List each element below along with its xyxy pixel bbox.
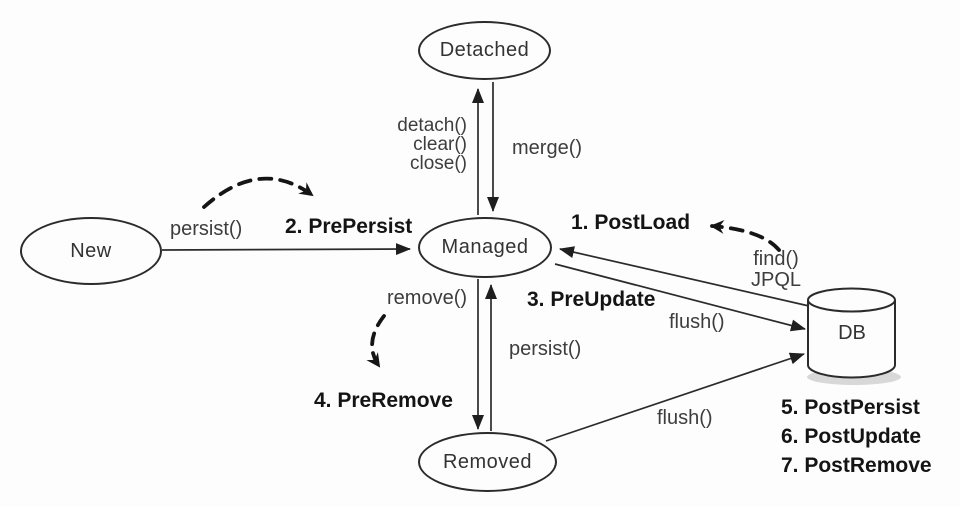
arrow-persist-new-to-managed	[161, 243, 411, 256]
callback-post-persist: 5. PostPersist	[781, 396, 920, 419]
dashed-arrow-pre-remove	[366, 314, 386, 368]
callback-post-load: 1. PostLoad	[571, 211, 691, 234]
label-flush-managed: flush()	[669, 311, 725, 333]
dashed-arrow-pre-persist	[202, 176, 314, 209]
label-find: find()	[753, 248, 799, 270]
arrow-flush-removed-to-db	[545, 352, 805, 442]
callback-post-update: 6. PostUpdate	[781, 425, 922, 448]
arrow-find-db-to-managed	[559, 246, 810, 307]
label-merge: merge()	[512, 137, 583, 159]
db-cylinder-body	[807, 300, 896, 379]
label-jpql: JPQL	[750, 269, 802, 291]
label-persist-removed: persist()	[509, 338, 582, 360]
state-new-label: New	[70, 239, 112, 262]
state-managed: Managed	[418, 217, 552, 278]
state-removed-label: Removed	[442, 450, 533, 473]
dashed-arrow-post-load	[710, 219, 781, 252]
state-new: New	[20, 217, 162, 285]
state-removed: Removed	[418, 432, 557, 492]
callback-pre-persist: 2. PrePersist	[285, 215, 413, 238]
db-cylinder-top	[807, 287, 896, 313]
label-persist-new: persist()	[170, 218, 243, 240]
db-label: DB	[838, 322, 866, 344]
label-detach-group: detach() clear() close()	[392, 116, 467, 173]
label-detach: detach()	[397, 115, 467, 136]
state-detached: Detached	[418, 21, 551, 80]
label-close: close()	[409, 153, 467, 174]
label-flush-removed: flush()	[657, 407, 713, 429]
label-remove: remove()	[387, 287, 468, 309]
label-clear: clear()	[413, 134, 467, 155]
callback-pre-remove: 4. PreRemove	[314, 389, 453, 412]
callback-post-list: 5. PostPersist 6. PostUpdate 7. PostRemo…	[781, 393, 932, 480]
callback-post-remove: 7. PostRemove	[781, 454, 932, 477]
callback-pre-update: 3. PreUpdate	[527, 288, 656, 311]
arrow-flush-managed-to-db	[554, 263, 806, 332]
state-detached-label: Detached	[439, 39, 530, 61]
label-find-jpql: find() JPQL	[744, 249, 808, 291]
state-managed-label: Managed	[441, 236, 529, 258]
